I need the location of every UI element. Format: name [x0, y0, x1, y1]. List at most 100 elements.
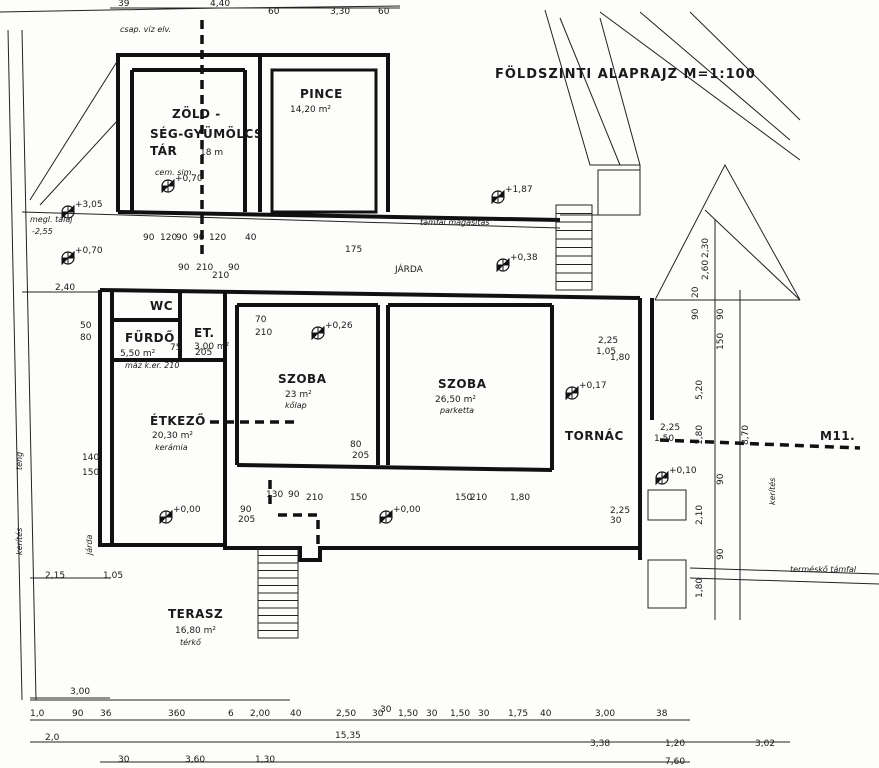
room-wc-name: WC [150, 299, 173, 313]
dim-top: 39 [118, 0, 130, 9]
room-etkezo-area: 20,30 m² [152, 431, 193, 441]
dim-inner: 1,80 [510, 493, 530, 503]
level-marker: +0,00 [159, 505, 201, 525]
dim-inner: 175 [345, 245, 362, 255]
dim-right: 5,20 [695, 380, 705, 400]
room-zoldseg-area: 18 m [200, 148, 223, 158]
dim-inner: 205 [238, 515, 255, 525]
level-markers: +3,05+0,70+0,70+1,87+0,38+0,26+0,17+0,10… [61, 174, 697, 525]
level-value: +0,17 [579, 381, 607, 391]
room-zoldseg-name2: SÉG-GYÜMÖLCS [150, 126, 263, 141]
dim-left: 3,00 [70, 687, 90, 697]
level-marker: +0,70 [61, 246, 103, 266]
room-zoldseg-name1: ZÖLD - [172, 106, 221, 121]
dim-bottom-1: 40 [540, 709, 552, 719]
dim-bottom-1: 30 [426, 709, 438, 719]
dim-bottom-2: 15,35 [335, 731, 361, 741]
dim-right: 1,80 [695, 425, 705, 445]
room-szoba1-area: 23 m² [285, 390, 312, 400]
dim-right: 1,80 [695, 578, 705, 598]
dim-inner: 2,25 [598, 336, 618, 346]
dim-bottom-1: 30 [372, 709, 384, 719]
level-value: +0,00 [173, 505, 201, 515]
label-kerites-left: kerítés [14, 528, 24, 555]
level-value: +0,10 [669, 466, 697, 476]
dim-inner: 90 [193, 233, 205, 243]
dim-right: 90 [716, 308, 726, 320]
label-termesko: terméskő támfal [790, 564, 857, 574]
room-etkezo-name: ÉTKEZŐ [150, 413, 206, 428]
label-teng: teng [15, 452, 24, 470]
dim-top: 60 [378, 7, 390, 17]
dim-bottom-2: 3,38 [590, 739, 610, 749]
room-szoba2-name: SZOBA [438, 377, 487, 391]
label-megl-val: -2,55 [32, 227, 53, 236]
dim-left: 80 [80, 333, 92, 343]
label-jarda-top: JÁRDA [394, 263, 424, 275]
dim-bottom-1: 3,00 [595, 709, 615, 719]
dim-bottom-1: 36 [100, 709, 112, 719]
annotations: FÖLDSZINTI ALAPRAJZ M=1:100 M11. JÁRDA t… [14, 25, 857, 574]
dim-bottom-1: 1,50 [398, 709, 418, 719]
dim-bottom-3: 3,60 [185, 755, 205, 765]
dim-top: 60 [268, 7, 280, 17]
room-szoba2-material: parketta [439, 406, 474, 415]
dim-left: 50 [80, 321, 92, 331]
dim-inner: 30 [610, 516, 622, 526]
dim-bottom-1: 6 [228, 709, 234, 719]
dim-right: 2,10 [695, 505, 705, 525]
dim-top: 3,30 [330, 7, 350, 17]
dim-inner: 90 [228, 263, 240, 273]
dim-bottom-1: 1,75 [508, 709, 528, 719]
dim-inner: 210 [196, 263, 213, 273]
room-pince-name: PINCE [300, 87, 343, 101]
level-value: +0,26 [325, 321, 353, 331]
dim-bottom-1: 38 [656, 709, 668, 719]
dim-inner: 90 [240, 505, 252, 515]
dim-bottom-3: 1,30 [255, 755, 275, 765]
dim-inner: 120 [160, 233, 177, 243]
site-lines [0, 5, 879, 701]
dim-bottom-3: 30 [118, 755, 130, 765]
dim-left: 140 [82, 453, 99, 463]
drawing-title: FÖLDSZINTI ALAPRAJZ M=1:100 [495, 66, 756, 82]
label-tamfal: támfal magasítás [420, 218, 490, 227]
dimension-lines [30, 7, 790, 763]
dim-inner: 130 [266, 490, 283, 500]
house-walls [98, 288, 861, 562]
dim-inner: 90 [178, 263, 190, 273]
dim-left: 150 [82, 468, 99, 478]
dim-bottom-1: 90 [72, 709, 84, 719]
level-value: +0,38 [510, 253, 538, 263]
room-zoldseg-name3: TÁR [150, 143, 177, 158]
level-marker: +0,10 [655, 466, 697, 486]
dim-bottom-1: 2,00 [250, 709, 270, 719]
dim-inner: 210 [306, 493, 323, 503]
dim-inner: 205 [195, 348, 212, 358]
dim-inner: 80 [350, 440, 362, 450]
level-value: +0,70 [75, 246, 103, 256]
dim-top: 4,40 [210, 0, 230, 9]
dim-inner: 70 [255, 315, 267, 325]
dim-inner: 210 [255, 328, 272, 338]
label-jarda-side: járda [85, 535, 94, 556]
label-csap: csap. víz elv. [120, 25, 171, 34]
room-furdo-material: máz k.er. 210 [125, 361, 179, 370]
dim-bottom-1: 1,0 [30, 709, 45, 719]
level-marker: +0,26 [311, 321, 353, 341]
room-labels: PINCE 14,20 m² ZÖLD - SÉG-GYÜMÖLCS TÁR 1… [120, 87, 623, 647]
level-marker: +1,87 [491, 185, 533, 205]
dim-inner: 210 [470, 493, 487, 503]
room-et-name: ET. [194, 326, 215, 340]
dim-right: 2,60 [701, 260, 711, 280]
section-label: M11. [820, 429, 855, 443]
room-furdo-area: 5,50 m² [120, 349, 156, 359]
room-terasz-material: térkő [180, 637, 201, 647]
dim-right: 8,70 [741, 425, 751, 445]
level-marker: +0,00 [379, 505, 421, 525]
dim-inner: 90 [143, 233, 155, 243]
dim-inner: 120 [209, 233, 226, 243]
room-et-area: 3,00 m² [194, 342, 230, 352]
